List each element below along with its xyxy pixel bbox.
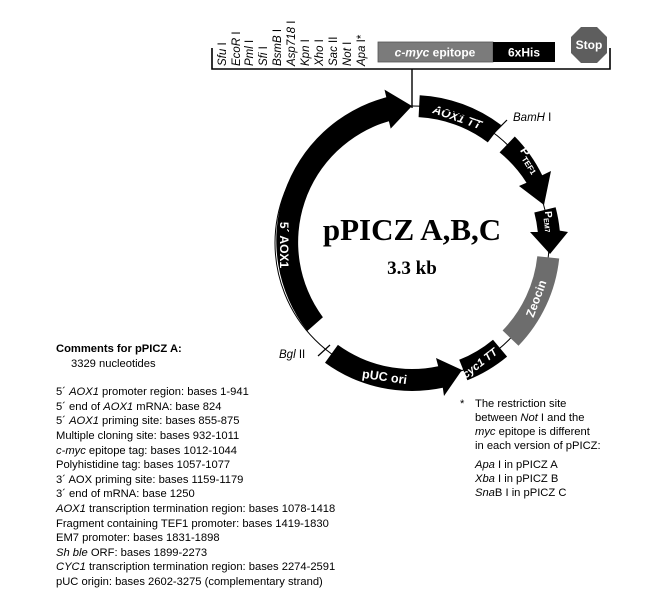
nucleotide-count: 3329 nucleotides — [71, 357, 156, 370]
footnote-variants: Apa I in pPICZ A Xba I in pPICZ B SnaB I… — [460, 458, 601, 500]
mcs-site: Kpn I — [300, 39, 312, 66]
comment-line: Polyhistidine tag: bases 1057-1077 — [56, 459, 231, 472]
mcs-site: Not I — [342, 42, 354, 66]
footnote-line: myc epitope is different — [475, 426, 590, 438]
comment-line: Multiple cloning site: bases 932-1011 — [56, 429, 240, 442]
comment-line: c-myc epitope tag: bases 1012-1044 — [56, 444, 237, 457]
c-myc-epitope-label: c-myc epitope — [395, 46, 476, 60]
variant-line: Apa I in pPICZ A — [475, 459, 558, 471]
mcs-site: EcoR I — [231, 31, 243, 66]
plasmid-size: 3.3 kb — [387, 258, 437, 279]
comments-title: Comments for pPICZ A: — [56, 343, 182, 355]
comment-line: 5´ AOX1 priming site: bases 855-875 — [56, 415, 240, 428]
variant-line: SnaB I in pPICZ C — [475, 487, 567, 499]
feature-p-tef1-arrow — [499, 136, 551, 205]
mcs-site: Sfi I — [258, 46, 270, 66]
mcs-site: Sac II — [328, 37, 340, 66]
bgl2-site-tick — [317, 344, 331, 357]
bgl2-site-label: Bgl II — [279, 349, 305, 361]
feature-cyc1-tt — [459, 339, 508, 381]
plasmid-name: pPICZ A,B,C — [323, 212, 501, 247]
feature-zeocin — [502, 256, 560, 346]
comment-line: Fragment containing TEF1 promoter: bases… — [56, 517, 329, 530]
stop-label: Stop — [576, 38, 603, 52]
comment-line: 3´ end of mRNA: base 1250 — [56, 488, 195, 501]
mcs-site: Sfu I — [217, 42, 229, 66]
variant-line: Xba I in pPICZ B — [475, 473, 559, 485]
bamh1-site-label: BamH I — [513, 112, 551, 124]
mcs-site: Apa I* — [356, 34, 368, 67]
mcs-bracket — [211, 48, 611, 70]
comment-line: 5´ AOX1 promoter region: bases 1-941 — [56, 386, 249, 399]
feature-label-puc-ori: pUC ori — [361, 367, 408, 387]
comment-line: CYC1 transcription termination region: b… — [56, 561, 336, 574]
feature-p-em7-arrow — [530, 207, 568, 254]
his-tag-box — [493, 42, 555, 62]
comment-line: 5´ end of AOX1 mRNA: base 824 — [56, 400, 222, 413]
comments-panel: Comments for pPICZ A: 3329 nucleotides 5… — [56, 342, 335, 590]
mcs-site: BsmB I — [272, 29, 284, 66]
feature-label-5-aox1: 5´ AOX1 — [277, 222, 291, 269]
mcs-site: Asp718 I — [286, 21, 298, 67]
feature-puc-ori-arrow — [325, 344, 462, 396]
mcs-site: Xho I — [314, 39, 326, 67]
footnote-line: The restriction site — [475, 398, 567, 410]
feature-5-aox1-arrow — [276, 89, 412, 331]
comment-line: 3´ AOX priming site: bases 1159-1179 — [56, 473, 244, 486]
comment-line: pUC origin: bases 2602-3275 (complementa… — [56, 575, 323, 588]
mcs-site: Pml I — [244, 40, 256, 66]
his-tag-label: 6xHis — [508, 46, 540, 60]
comment-line: Sh ble ORF: bases 1899-2273 — [56, 546, 208, 559]
comment-line: EM7 promoter: bases 1831-1898 — [56, 532, 220, 545]
footnote-star: * — [460, 398, 465, 410]
mcs-site-labels: Sfu I EcoR I Pml I Sfi I BsmB I Asp718 I… — [217, 21, 368, 67]
restriction-site-footnote: * The restriction site between Not I and… — [460, 397, 601, 500]
comment-line: AOX1 transcription termination region: b… — [56, 502, 336, 515]
stop-sign-icon — [571, 27, 607, 63]
feature-aox1-tt — [418, 95, 502, 143]
footnote-line: between Not I and the — [475, 412, 585, 424]
footnote-line: in each version of pPICZ: — [475, 440, 601, 452]
bamh1-site-tick — [493, 119, 508, 134]
